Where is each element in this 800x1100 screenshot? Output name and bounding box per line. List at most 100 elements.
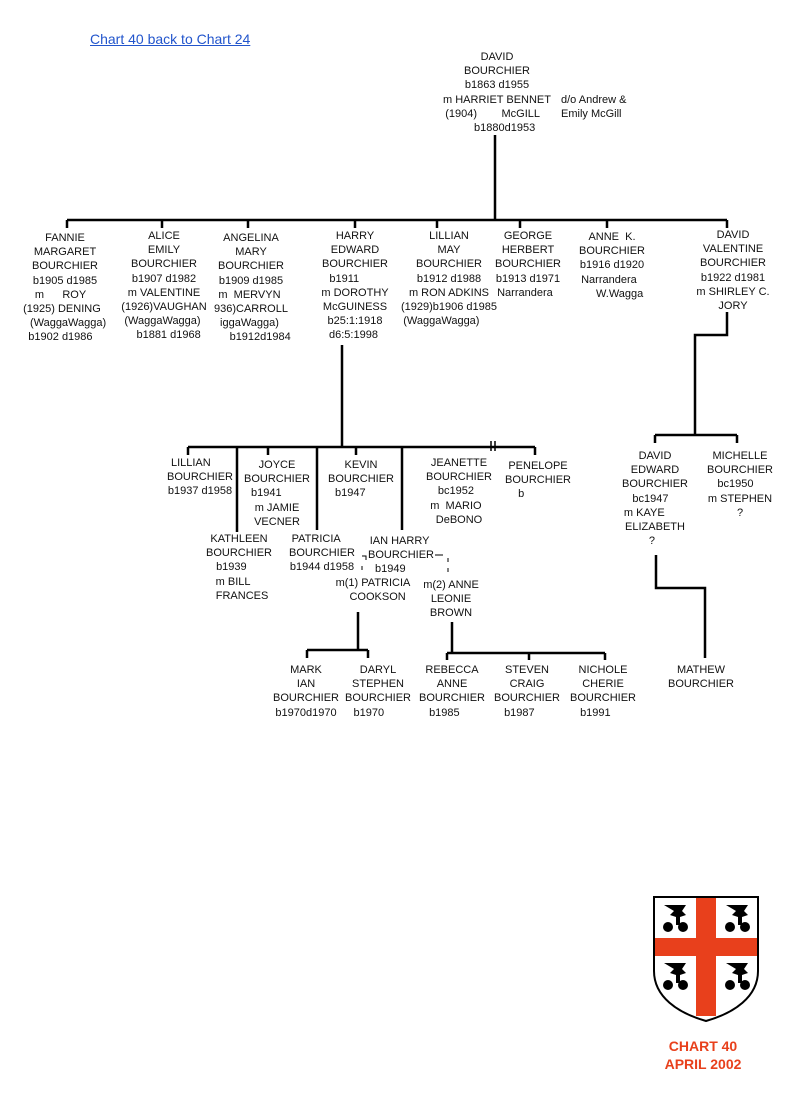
person-text-line: W.Wagga — [580, 287, 644, 300]
person-text-line: b1905 d1985 — [32, 274, 98, 287]
person-text-line: LEONIE — [430, 593, 472, 606]
person-text-line: Narrandera — [497, 286, 559, 299]
person-text-line: m HARRIET BENNET — [443, 93, 551, 106]
person-text-line: BROWN — [429, 607, 473, 620]
person-text-line: STEVEN — [504, 664, 549, 676]
person-text-line: b1991 — [580, 706, 626, 719]
person-text-line: ANNE K. — [588, 231, 636, 243]
person-text-line: BOURCHIER — [425, 471, 492, 484]
person-text-line: Emily McGill — [561, 108, 622, 121]
person-text-line: d6:5:1998 — [329, 329, 381, 342]
person-text-line: m ROY — [34, 288, 96, 301]
person-text-line: m(1) PATRICIA — [335, 577, 411, 589]
person-text-line: IAN HARRY — [369, 535, 433, 547]
person-text-line: PATRICIA — [291, 533, 353, 545]
person-text-line: b1912d1984 — [211, 331, 291, 344]
chart-date: APRIL 2002 — [664, 1056, 742, 1072]
person-text-line: (WaggaWagga) — [403, 315, 495, 328]
person-text-line: b25:1:1918 — [327, 315, 383, 328]
person-text-line: BOURCHIER — [344, 692, 411, 705]
person-text-line: b1909 d1985 — [218, 274, 284, 287]
person-text-line: BOURCHIER — [493, 692, 560, 705]
spouse-patricia-cookson: m(1) PATRICIA COOKSON — [308, 576, 438, 604]
person-text-line: (1926)VAUGHAN — [121, 301, 207, 314]
person-text-line: KEVIN — [344, 459, 378, 471]
person-text-line: MATHEW — [676, 664, 726, 676]
person-text-line: iggaWagga) — [220, 317, 282, 330]
person-text-line: bc1947 — [632, 492, 678, 505]
person-text-line: STEPHEN — [352, 678, 404, 691]
person-text-line: d/o Andrew & — [561, 94, 627, 106]
person-text-line: MICHELLE — [712, 450, 768, 462]
person-text-line: b1907 d1982 — [131, 272, 197, 285]
person-text-line: m SHIRLEY C. — [696, 285, 770, 298]
person-text-line: BOURCHIER — [205, 547, 272, 560]
person-text-line: b1939 — [216, 561, 262, 574]
person-text-line: COOKSON — [340, 591, 406, 604]
person-text-line: CHERIE — [582, 678, 624, 691]
person-text-line: m DOROTHY — [321, 286, 389, 299]
person-text-line: BOURCHIER — [243, 473, 310, 486]
person-text-line: MAY — [437, 244, 461, 257]
person-mathew: MATHEW BOURCHIER — [636, 663, 766, 691]
person-text-line: m RON ADKINS — [408, 286, 490, 299]
person-text-line: GEORGE — [503, 230, 553, 242]
person-text-line: BOURCHIER — [415, 258, 482, 271]
person-text-line: IAN — [296, 678, 316, 691]
person-text-line: b1902 d1986 — [28, 331, 102, 344]
person-text-line: JORY — [718, 300, 748, 313]
person-text-line: ELIZABETH — [625, 521, 685, 534]
person-text-line: ? — [648, 535, 662, 548]
person-text-line: FANNIE — [45, 232, 85, 244]
david-valentine-descent-line — [653, 312, 739, 443]
person-text-line: b1881 d1968 — [127, 329, 201, 342]
person-text-line: MARGARET — [33, 246, 97, 259]
person-text-line: ALICE — [148, 230, 180, 242]
person-text-line: EDWARD — [330, 244, 380, 257]
person-text-line: EDWARD — [630, 464, 680, 477]
brown-descent-line — [445, 622, 607, 660]
person-text-line: (WaggaWagga) — [23, 317, 107, 330]
person-text-line: ? — [736, 506, 744, 519]
person-text-line: BOURCHIER — [367, 549, 434, 562]
person-text-line: EMILY — [147, 244, 181, 257]
person-text-line: b1985 — [429, 706, 475, 719]
person-text-line: BOURCHIER — [288, 547, 355, 560]
person-text-line: DAVID — [716, 229, 750, 241]
person-text-line: BOURCHIER — [31, 260, 98, 273]
person-text-line: CRAIG — [509, 678, 545, 691]
person-text-line: (WaggaWagga) — [124, 315, 204, 328]
person-text-line: m STEPHEN — [707, 492, 773, 505]
person-text-line: BOURCHIER — [667, 678, 734, 691]
person-text-line: Narrandera — [581, 273, 643, 286]
person-text-line: BOURCHIER — [578, 245, 645, 258]
ian-marriage-marks — [361, 554, 449, 572]
person-text-line: JOYCE — [258, 459, 296, 471]
person-text-line: BOURCHIER — [327, 473, 394, 486]
person-text-line: bc1952 — [437, 485, 481, 498]
person-text-line: BOURCHIER — [418, 692, 485, 705]
back-to-chart-24-link[interactable]: Chart 40 back to Chart 24 — [90, 31, 251, 47]
person-text-line: b1913 d1971 — [495, 272, 561, 285]
person-text-line: BOURCHIER — [321, 258, 388, 271]
person-text-line: DAVID — [638, 450, 672, 462]
chart-number: CHART 40 — [668, 1038, 738, 1054]
person-text-line: b1987 — [504, 706, 550, 719]
person-text-line: PENELOPE — [508, 460, 568, 472]
person-text-line: JEANETTE — [430, 457, 488, 469]
person-text-line: (1904) McGILL — [445, 107, 549, 120]
person-text-line: b1911 — [329, 272, 381, 285]
